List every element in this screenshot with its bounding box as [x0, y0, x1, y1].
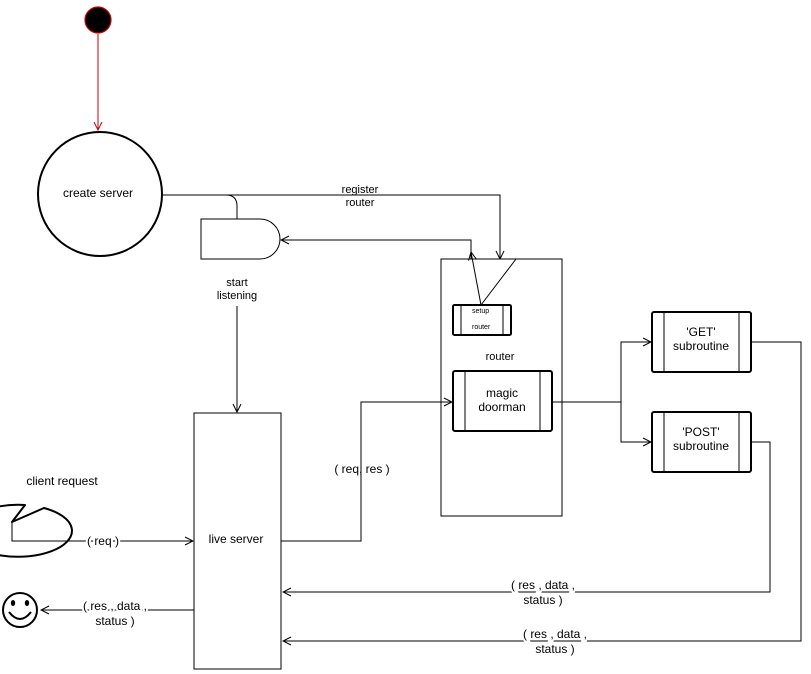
live-server-node — [193, 412, 282, 670]
client-to-live-edge — [11, 522, 193, 541]
setup-router-label-2: router — [472, 324, 491, 331]
res-data-status-c-1: ( res , data , — [83, 599, 147, 613]
register-router-edge — [162, 194, 500, 259]
doorman-to-get-edge — [620, 342, 651, 402]
doorman-to-post-edge — [620, 402, 651, 442]
start-listening-label-1: start — [226, 277, 247, 289]
res-data-status-c-2: status ) — [95, 614, 134, 628]
live-to-doorman-edge — [281, 402, 452, 542]
setup-to-register-line — [480, 258, 517, 306]
register-router-label-1: register — [342, 184, 379, 196]
live-server-label: live server — [209, 532, 264, 546]
magic-doorman-label-2: doorman — [478, 400, 525, 414]
start-listening-label-2: listening — [217, 290, 257, 302]
create-server-node — [37, 131, 163, 257]
register-router-label-2: router — [346, 197, 375, 209]
req-label: ( req ) — [87, 534, 119, 548]
get-subroutine-label-2: subroutine — [673, 339, 729, 353]
smiley-face-icon — [2, 592, 38, 628]
post-subroutine-label-2: subroutine — [673, 439, 729, 453]
create-to-listen-connector — [162, 194, 238, 219]
start-node-icon — [84, 6, 112, 34]
start-listening-gate — [200, 218, 281, 260]
setup-router-node — [452, 304, 512, 336]
res-data-status-b-1: ( res , data , — [523, 627, 587, 641]
router-to-gate-edge — [281, 240, 472, 259]
post-subroutine-label-1: 'POST' — [682, 425, 719, 439]
client-request-label: client request — [26, 474, 98, 488]
res-data-status-a-1: ( res , data , — [511, 578, 575, 592]
post-return-edge — [283, 441, 771, 592]
req-res-label: ( req, res ) — [334, 462, 389, 476]
router-title: router — [486, 351, 515, 363]
magic-doorman-node — [452, 370, 553, 432]
create-server-label: create server — [63, 186, 133, 200]
res-data-status-a-2: status ) — [523, 593, 562, 607]
setup-router-label-1: setup — [472, 308, 489, 315]
magic-doorman-label-1: magic — [486, 386, 518, 400]
setup-up-line — [471, 252, 482, 306]
get-return-edge — [283, 341, 802, 641]
res-data-status-b-2: status ) — [535, 642, 574, 656]
get-subroutine-label-1: 'GET' — [686, 325, 715, 339]
client-request-callout — [0, 503, 73, 558]
